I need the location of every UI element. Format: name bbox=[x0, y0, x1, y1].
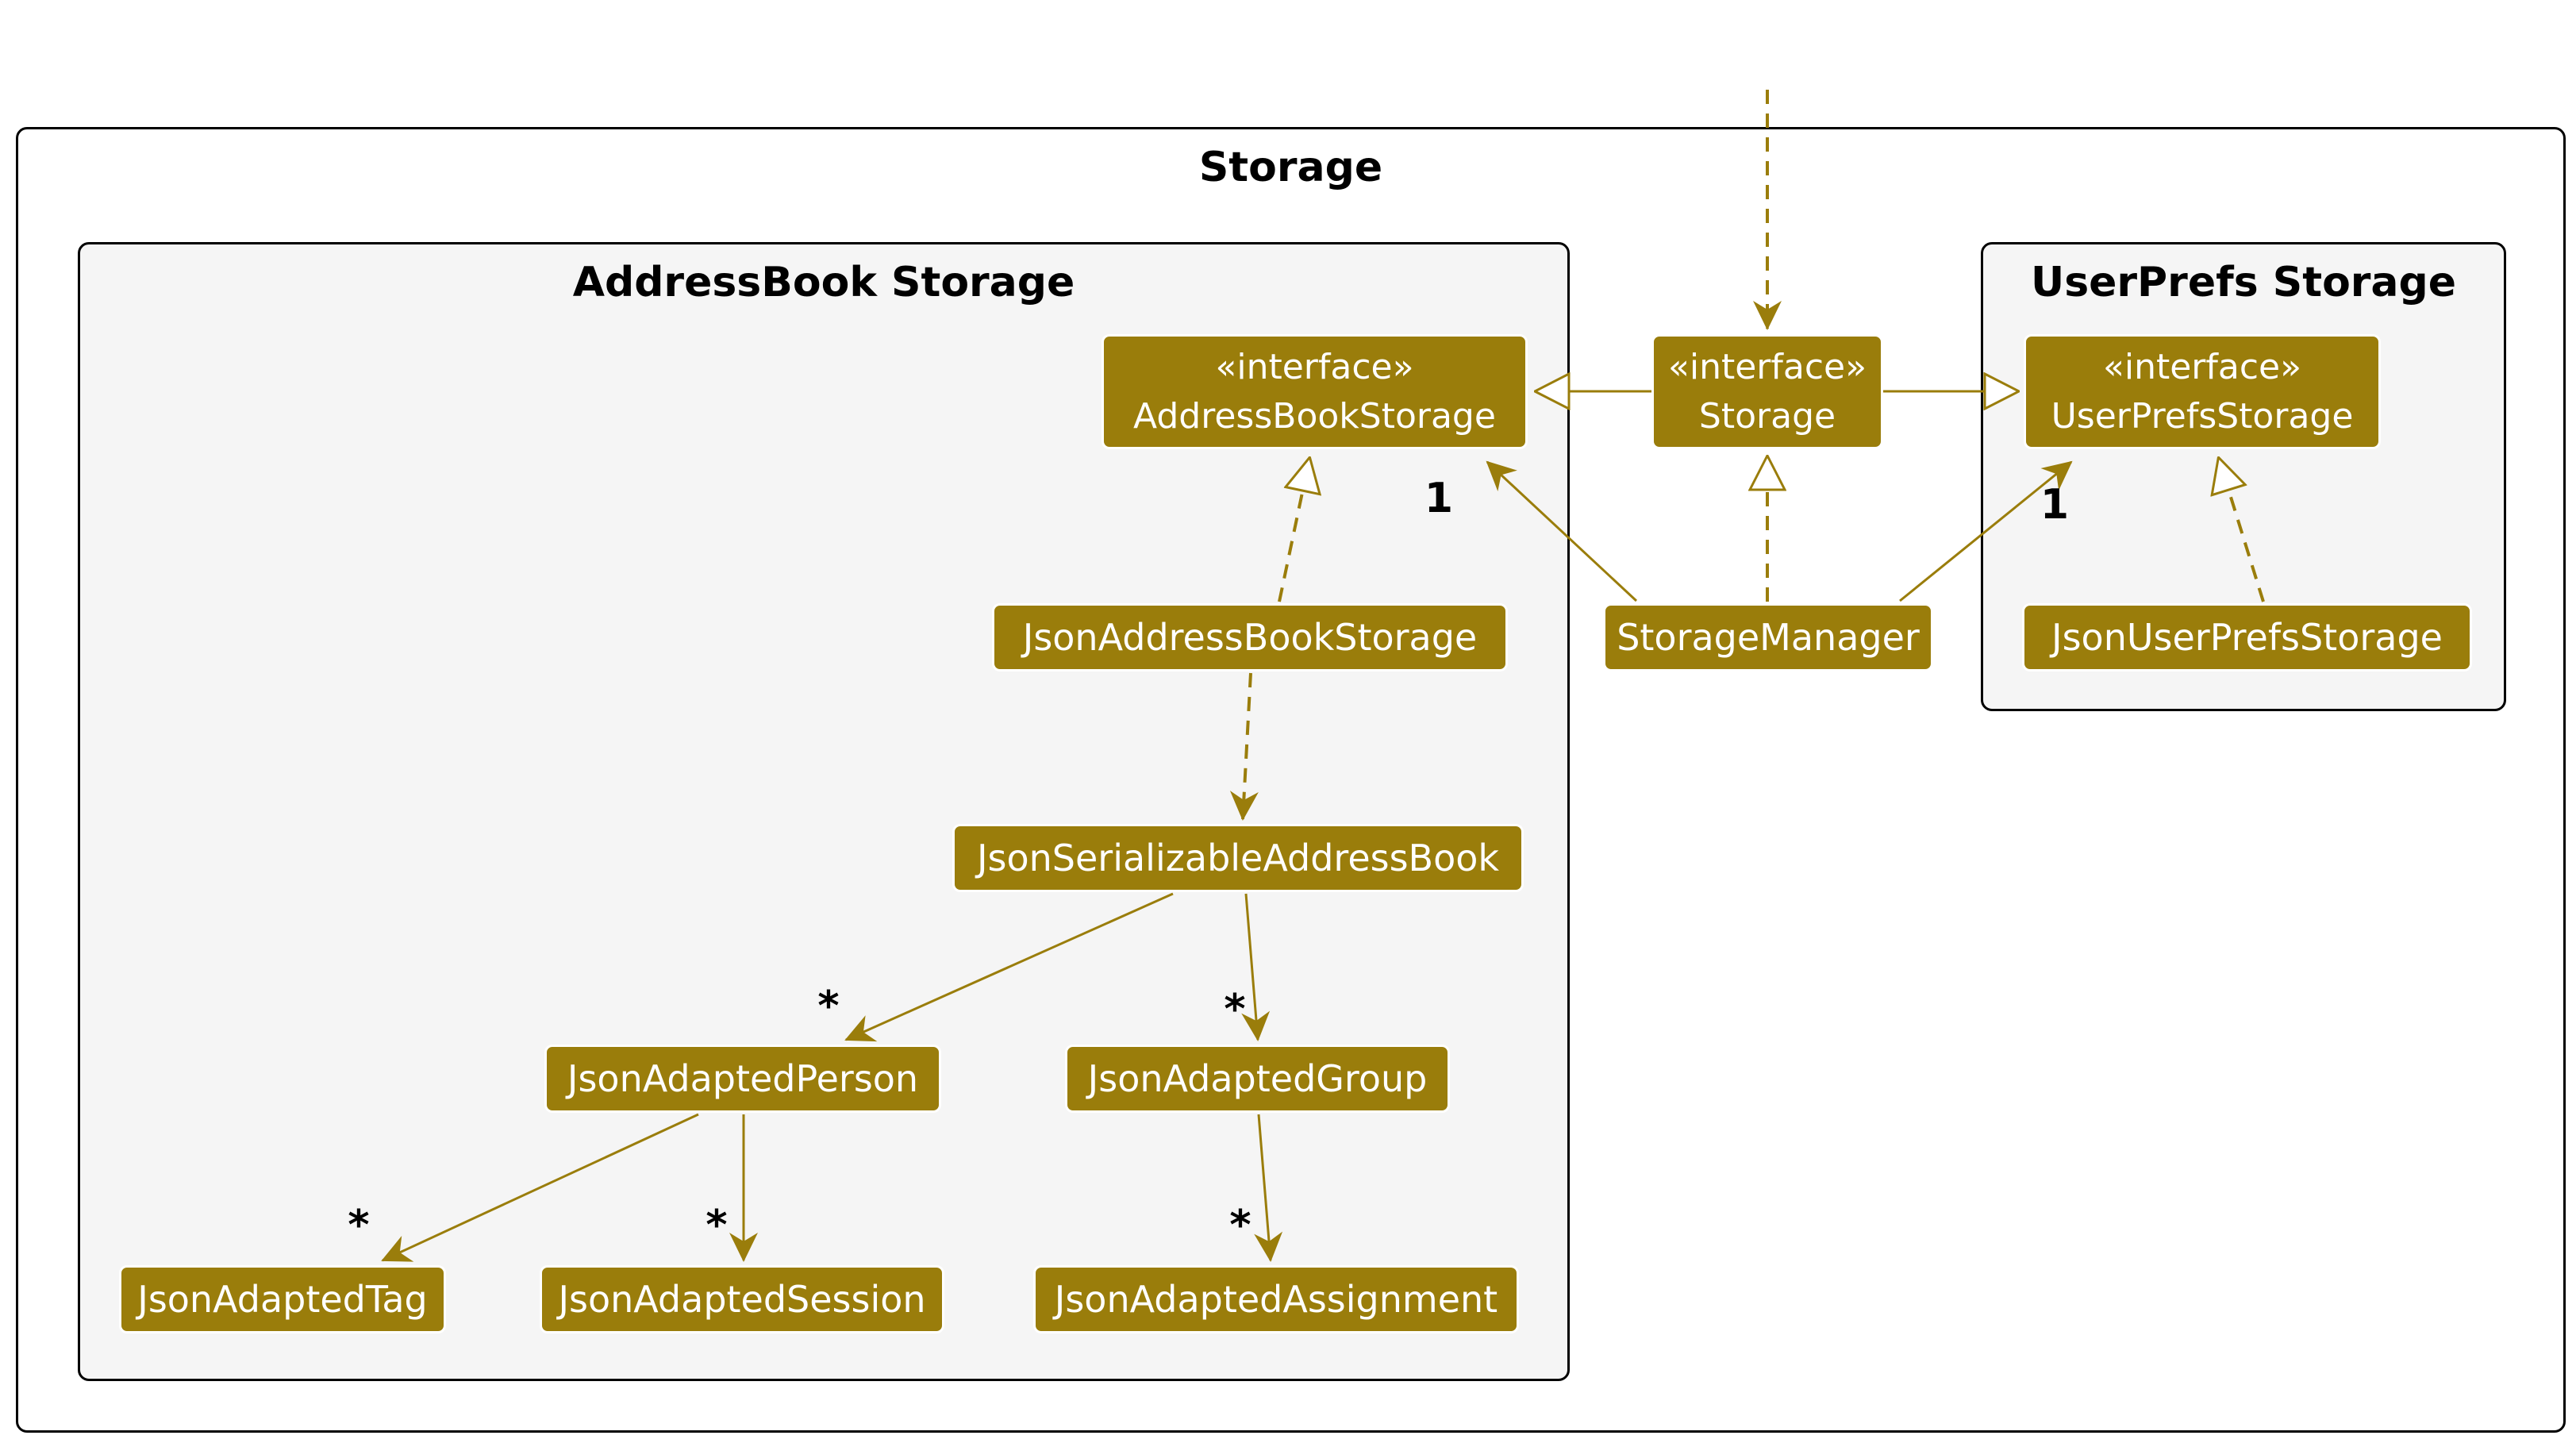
class-name: JsonAdaptedSession bbox=[558, 1278, 926, 1321]
class-name: JsonSerializableAddressBook bbox=[976, 837, 1500, 879]
class-name: StorageManager bbox=[1617, 616, 1920, 659]
node-jsonuserprefsstorage: JsonUserPrefsStorage bbox=[2022, 603, 2472, 671]
stereotype-label: «interface» bbox=[1667, 346, 1867, 387]
class-name: JsonAddressBookStorage bbox=[1022, 616, 1478, 659]
node-jsonadaptedsession: JsonAdaptedSession bbox=[540, 1265, 944, 1333]
frame-storage-title: Storage bbox=[1198, 144, 1383, 191]
node-jsonadaptedgroup: JsonAdaptedGroup bbox=[1065, 1045, 1450, 1113]
node-jsonadaptedtag: JsonAdaptedTag bbox=[119, 1265, 446, 1333]
node-jsonserializableaddressbook: JsonSerializableAddressBook bbox=[952, 824, 1524, 892]
multiplicity-1-addressbookstorage: 1 bbox=[1424, 475, 1454, 522]
class-name: Storage bbox=[1698, 395, 1836, 437]
class-name: JsonAdaptedTag bbox=[137, 1278, 428, 1321]
multiplicity-star-group: * bbox=[1224, 986, 1246, 1033]
multiplicity-star-person: * bbox=[817, 983, 840, 1030]
node-storagemanager: StorageManager bbox=[1603, 603, 1933, 671]
multiplicity-star-tag: * bbox=[348, 1202, 370, 1249]
class-name: AddressBookStorage bbox=[1133, 395, 1496, 437]
multiplicity-star-assignment: * bbox=[1229, 1202, 1251, 1249]
class-name: JsonUserPrefsStorage bbox=[2051, 616, 2443, 659]
stereotype-label: «interface» bbox=[2102, 346, 2302, 387]
node-jsonadaptedperson: JsonAdaptedPerson bbox=[544, 1045, 941, 1113]
node-userprefsstorage-interface: «interface» UserPrefsStorage bbox=[2024, 334, 2381, 449]
multiplicity-1-userprefsstorage: 1 bbox=[2040, 481, 2070, 529]
node-addressbookstorage-interface: «interface» AddressBookStorage bbox=[1102, 334, 1528, 449]
node-jsonaddressbookstorage: JsonAddressBookStorage bbox=[992, 603, 1508, 671]
node-jsonadaptedassignment: JsonAdaptedAssignment bbox=[1033, 1265, 1519, 1333]
frame-addressbook-storage-title: AddressBook Storage bbox=[572, 259, 1075, 306]
node-storage-interface: «interface» Storage bbox=[1651, 334, 1883, 449]
class-name: JsonAdaptedGroup bbox=[1087, 1057, 1428, 1100]
class-name: UserPrefsStorage bbox=[2051, 395, 2354, 437]
class-name: JsonAdaptedAssignment bbox=[1054, 1278, 1498, 1321]
stereotype-label: «interface» bbox=[1215, 346, 1414, 387]
frame-userprefs-storage-title: UserPrefs Storage bbox=[2030, 259, 2457, 306]
class-name: JsonAdaptedPerson bbox=[567, 1057, 919, 1100]
multiplicity-star-session: * bbox=[706, 1202, 728, 1249]
